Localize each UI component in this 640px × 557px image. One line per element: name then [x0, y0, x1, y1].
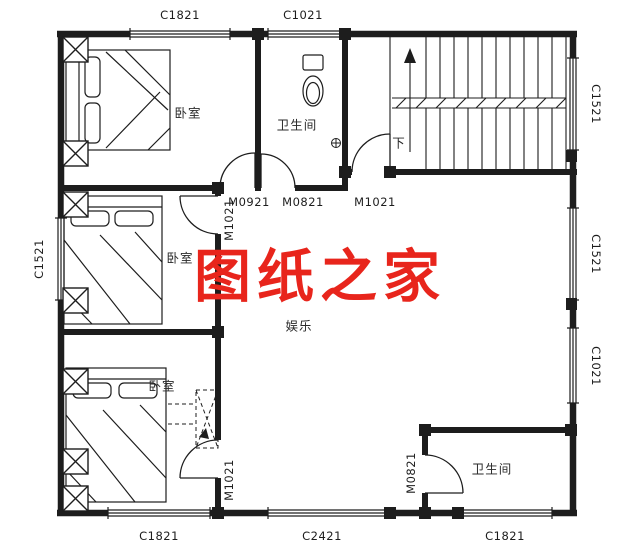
floor-drain-icon	[331, 138, 341, 148]
column-icon	[62, 287, 89, 314]
window-label-top-mid: C1021	[283, 8, 323, 22]
window-label-bottom-right: C1821	[485, 529, 525, 543]
column-icon	[62, 485, 89, 512]
stairs-down-arrow-icon	[404, 48, 416, 63]
toilet-icon	[302, 54, 324, 107]
column-icon	[62, 448, 89, 475]
window-label-right-mid: C1521	[589, 234, 603, 274]
door-label-bedroom3: M1021	[222, 459, 236, 501]
column-icon	[62, 140, 89, 167]
room-label-bedroom2: 卧室	[166, 250, 194, 266]
window-label-right-top: C1521	[589, 84, 603, 124]
window-symbols	[55, 28, 579, 519]
bed-icon	[65, 367, 167, 503]
window-label-bottom-left: C1821	[139, 529, 179, 543]
room-label-bedroom3: 卧室	[148, 378, 176, 394]
stairs-icon	[389, 37, 567, 169]
column-icon	[62, 368, 89, 395]
room-label-bath-top: 卫生间	[276, 117, 318, 133]
window-label-bottom-mid: C2421	[302, 529, 342, 543]
stairs-down-label: 下	[392, 135, 406, 151]
room-label-bedroom1: 卧室	[174, 105, 202, 121]
room-label-bath-bottom: 卫生间	[471, 461, 513, 477]
window-label-left-mid: C1521	[32, 239, 46, 279]
window-label-right-low: C1021	[589, 346, 603, 386]
door-label-bath-top: M0821	[282, 195, 324, 209]
door-label-bath-bottom: M0821	[404, 452, 418, 494]
window-label-top-left: C1821	[160, 8, 200, 22]
door-label-stair-hall: M1021	[354, 195, 396, 209]
wardrobe-icon	[168, 389, 219, 449]
door-label-bedroom1: M0921	[228, 195, 270, 209]
column-icon	[62, 36, 89, 63]
column-icons	[62, 36, 89, 512]
bed-icon	[65, 49, 171, 151]
column-icon	[62, 191, 89, 218]
door-symbols	[179, 133, 464, 494]
junction-pads	[212, 28, 577, 519]
watermark-text: 图纸之家	[194, 243, 446, 310]
room-label-hall: 娱乐	[285, 318, 313, 334]
